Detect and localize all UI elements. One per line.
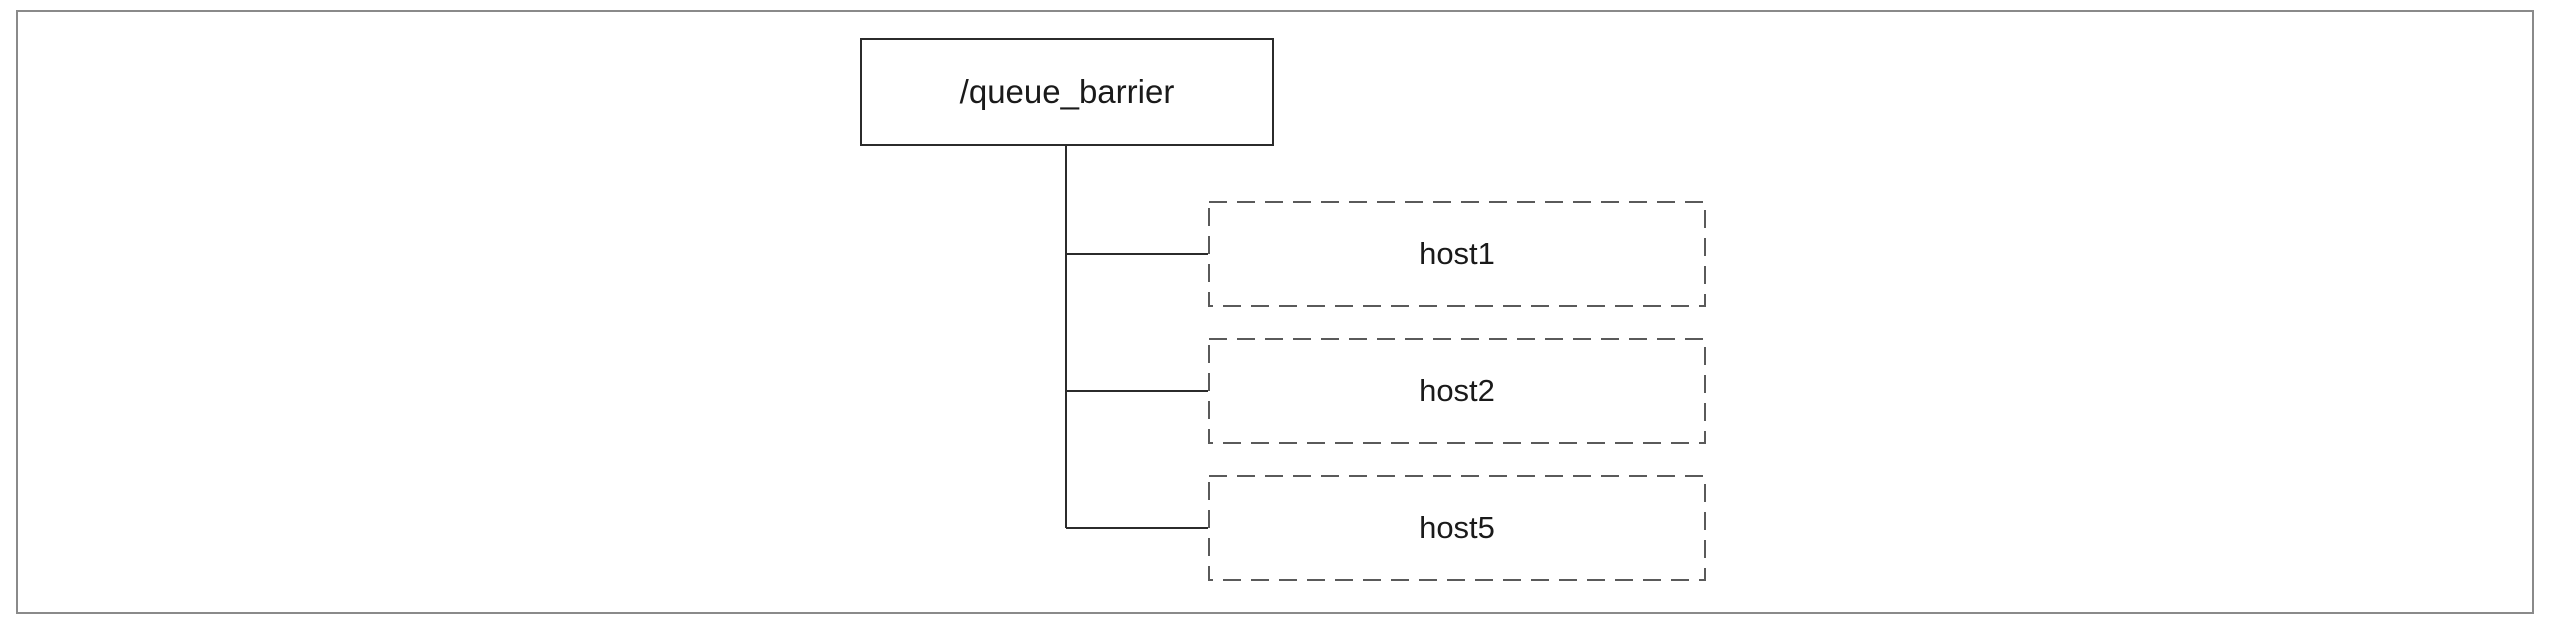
child-node-host1: host1 bbox=[1208, 201, 1706, 307]
dashed-border bbox=[1208, 338, 1706, 444]
child-node-host2: host2 bbox=[1208, 338, 1706, 444]
root-node: /queue_barrier bbox=[860, 38, 1274, 146]
root-node-label: /queue_barrier bbox=[959, 73, 1175, 110]
dashed-border bbox=[1208, 201, 1706, 307]
child-node-label: host5 bbox=[1419, 510, 1495, 545]
diagram-frame bbox=[16, 10, 2534, 614]
child-node-label: host2 bbox=[1419, 373, 1495, 408]
child-node-host5: host5 bbox=[1208, 475, 1706, 581]
dashed-border bbox=[1208, 475, 1706, 581]
child-node-label: host1 bbox=[1419, 236, 1495, 271]
